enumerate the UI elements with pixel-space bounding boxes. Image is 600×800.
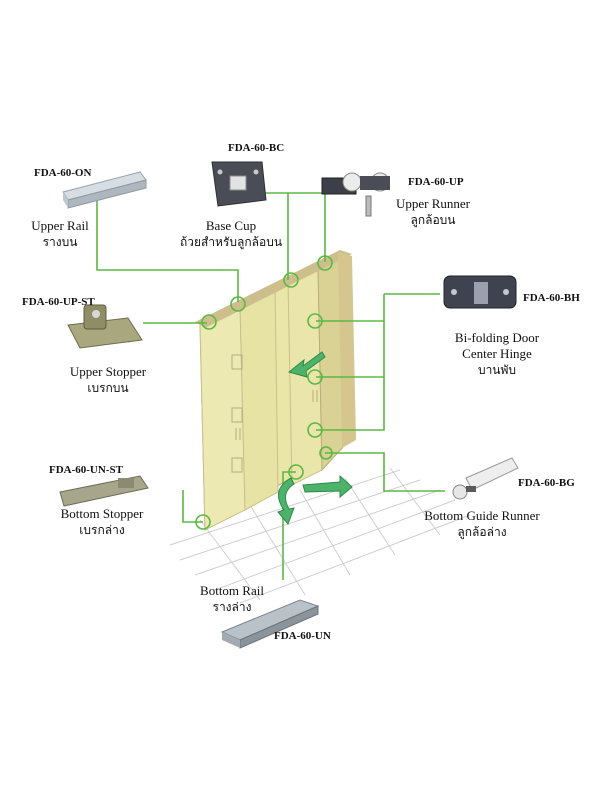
center-hinge-name-th: บานพับ bbox=[477, 363, 517, 377]
upper-rail-name-th: รางบน bbox=[42, 235, 78, 249]
bottom-stopper-code: FDA-60-UN-ST bbox=[49, 464, 123, 476]
upper-rail-image bbox=[62, 171, 147, 209]
upper-runner-image bbox=[321, 172, 390, 217]
guide-runner-image bbox=[452, 457, 519, 500]
upper-stopper-image bbox=[67, 304, 143, 349]
upper-stopper-name-en: Upper Stopper bbox=[69, 364, 147, 379]
center-hinge-image bbox=[443, 275, 517, 309]
upper-stopper-name-th: เบรกบน bbox=[87, 381, 129, 395]
upper-rail-label: Upper Rail รางบน bbox=[30, 218, 90, 250]
upper-stopper-label: Upper Stopper เบรกบน bbox=[64, 364, 152, 396]
center-hinge-label: Bi-folding Door Center Hinge บานพับ bbox=[442, 330, 552, 378]
upper-rail-name-en: Upper Rail bbox=[31, 218, 89, 233]
bottom-stopper-name-en: Bottom Stopper bbox=[60, 506, 144, 521]
upper-runner-label: Upper Runner ลูกล้อบน bbox=[393, 196, 473, 228]
base-cup-label: Base Cup ถ้วยสำหรับลูกล้อบน bbox=[175, 218, 287, 250]
guide-runner-name-th: ลูกล้อล่าง bbox=[457, 525, 507, 539]
base-cup-name-en: Base Cup bbox=[205, 218, 257, 233]
leader-circles bbox=[195, 255, 333, 530]
bottom-rail-code: FDA-60-UN bbox=[274, 630, 331, 642]
base-cup-code: FDA-60-BC bbox=[228, 142, 285, 154]
guide-runner-name-en: Bottom Guide Runner bbox=[424, 508, 540, 523]
upper-runner-name-en: Upper Runner bbox=[395, 196, 470, 211]
door-assembly bbox=[195, 250, 356, 531]
center-hinge-code: FDA-60-BH bbox=[523, 292, 580, 304]
bottom-stopper-image bbox=[59, 475, 149, 507]
upper-runner-name-th: ลูกล้อบน bbox=[410, 213, 456, 227]
center-hinge-name-en2: Center Hinge bbox=[462, 346, 532, 361]
bottom-rail-label: Bottom Rail รางล่าง bbox=[190, 583, 274, 615]
center-hinge-name-en1: Bi-folding Door bbox=[454, 330, 540, 345]
base-cup-image bbox=[211, 161, 267, 207]
bottom-rail-name-th: รางล่าง bbox=[212, 600, 252, 614]
bottom-stopper-name-th: เบรกล่าง bbox=[79, 523, 125, 537]
motion-arrows bbox=[277, 351, 353, 525]
upper-runner-code: FDA-60-UP bbox=[408, 176, 464, 188]
guide-runner-code: FDA-60-BG bbox=[518, 477, 575, 489]
bottom-rail-name-en: Bottom Rail bbox=[200, 583, 264, 598]
base-cup-name-th: ถ้วยสำหรับลูกล้อบน bbox=[179, 235, 283, 249]
upper-stopper-code: FDA-60-UP-ST bbox=[22, 296, 95, 308]
upper-rail-code: FDA-60-ON bbox=[34, 167, 92, 179]
guide-runner-label: Bottom Guide Runner ลูกล้อล่าง bbox=[416, 508, 548, 540]
floor-tiles bbox=[169, 467, 471, 604]
bottom-stopper-label: Bottom Stopper เบรกล่าง bbox=[50, 506, 154, 538]
bottom-rail-image bbox=[220, 599, 320, 649]
